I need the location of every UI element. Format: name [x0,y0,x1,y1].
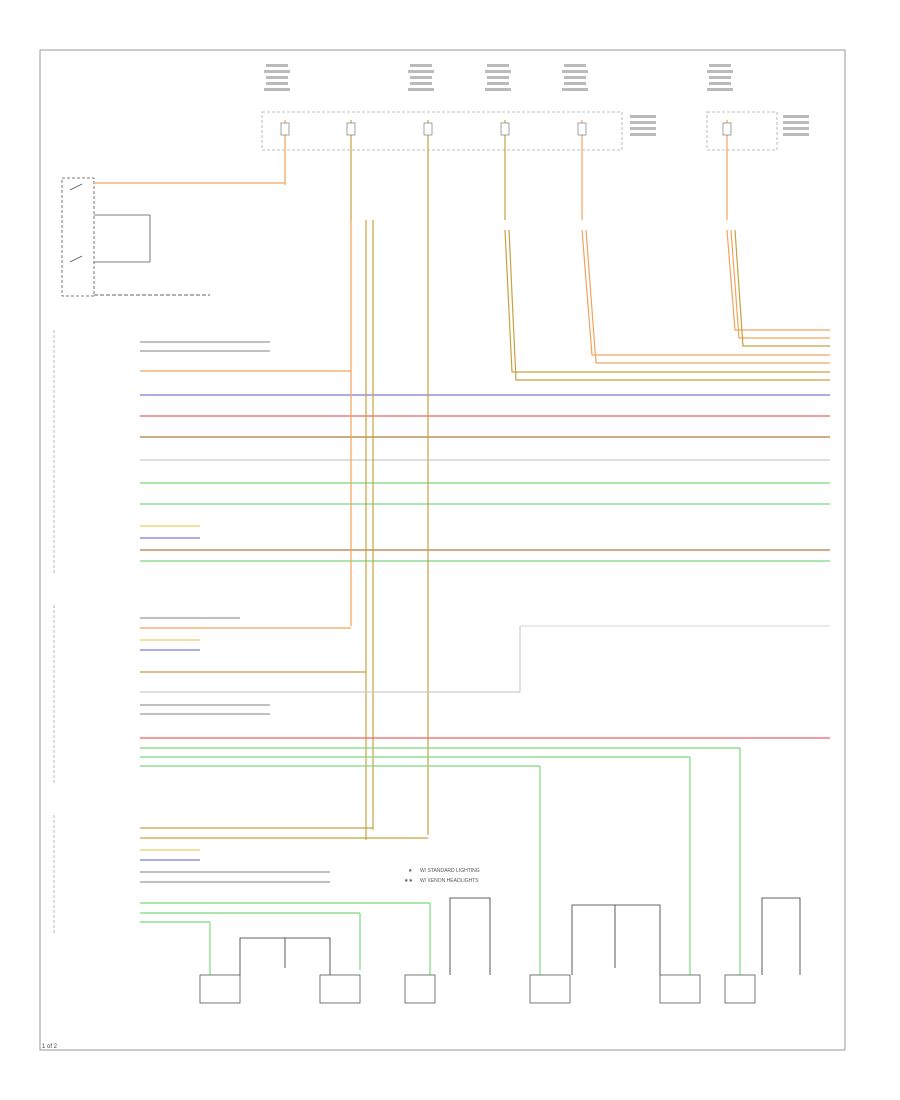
harness-wires-3 [140,827,431,975]
footer-code: 1 of 2 [42,1044,58,1050]
legend-text-1: W/ STANDARD LIGHTING [420,868,480,874]
harness-right-bundle [504,229,830,381]
bottom-components [199,897,801,1004]
harness-wires-2 [140,617,830,975]
fuse-label-stacks [264,64,809,136]
legend-text-2: W/ XENON HEADLIGHTS [420,878,479,884]
vertical-trunks [350,220,830,840]
legend: ★ W/ STANDARD LIGHTING ★★ W/ XENON HEADL… [404,868,480,884]
switch-module [61,177,285,297]
harness-wires-1 [140,341,830,562]
legend-marker-1: ★ [408,868,413,874]
fuse-symbols [280,122,732,136]
legend-marker-2: ★★ [404,878,413,884]
fuse-feeds [284,120,728,220]
diagram-frame [39,49,846,1051]
fuse-box [261,111,778,151]
